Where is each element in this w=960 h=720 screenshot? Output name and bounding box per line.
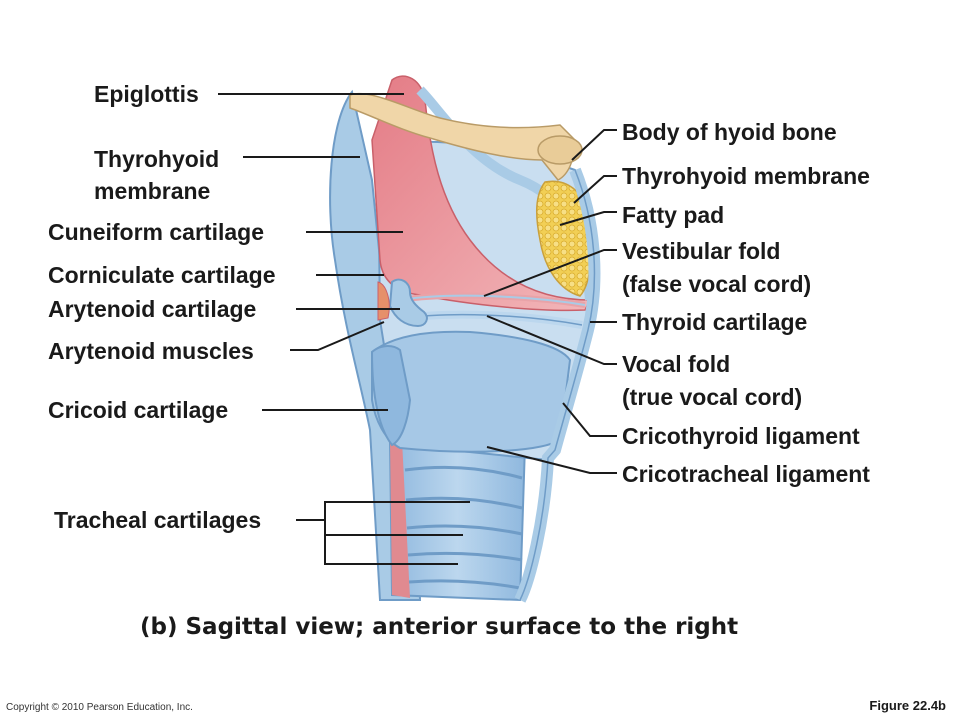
tracheal-rings	[404, 465, 523, 590]
copyright-notice: Copyright © 2010 Pearson Education, Inc.	[6, 702, 193, 713]
leader-cricothyroid	[562, 402, 617, 437]
leader-lines	[218, 93, 617, 565]
leader-tracheal-3	[324, 535, 458, 565]
figure-caption: (b) Sagittal view; anterior surface to t…	[140, 614, 739, 640]
arytenoid-cartilage-shape	[377, 278, 428, 328]
label-thyroid-cartilage: Thyroid cartilage	[622, 309, 808, 335]
trachea-shape	[388, 438, 527, 602]
label-cricotracheal-ligament: Cricotracheal ligament	[622, 461, 870, 487]
leader-vestibular	[483, 249, 617, 297]
label-cricoid-cartilage: Cricoid cartilage	[48, 397, 229, 423]
label-vestibular-fold-line1: Vestibular fold	[622, 238, 781, 264]
label-thyrohyoid-membrane-right: Thyrohyoid membrane	[622, 163, 870, 189]
leader-hyoid	[571, 129, 617, 161]
label-epiglottis: Epiglottis	[94, 81, 199, 107]
figure-number: Figure 22.4b	[869, 698, 946, 713]
label-cricothyroid-ligament: Cricothyroid ligament	[622, 423, 860, 449]
leader-vocal	[486, 315, 617, 365]
label-arytenoid-cartilage: Arytenoid cartilage	[48, 296, 257, 322]
leader-tracheal	[296, 501, 470, 521]
label-thyrohyoid-membrane-left-line1: Thyrohyoid	[94, 146, 220, 172]
label-vocal-fold-line2: (true vocal cord)	[622, 384, 803, 410]
label-tracheal-cartilages: Tracheal cartilages	[54, 507, 262, 533]
leader-arytenoid-muscles	[290, 321, 385, 351]
leader-cricotracheal	[486, 446, 617, 474]
cricoid-cartilage-shape	[370, 330, 572, 453]
label-cuneiform-cartilage: Cuneiform cartilage	[48, 219, 264, 245]
leader-thyrohyoid-right	[573, 175, 617, 204]
label-corniculate-cartilage: Corniculate cartilage	[48, 262, 276, 288]
hyoid-bone-shape	[349, 92, 583, 181]
leader-fatty	[559, 211, 617, 226]
anterior-edge	[514, 167, 601, 603]
label-arytenoid-muscles: Arytenoid muscles	[48, 338, 254, 364]
label-vocal-fold-line1: Vocal fold	[622, 351, 731, 377]
label-vestibular-fold-line2: (false vocal cord)	[622, 271, 812, 297]
label-fatty-pad: Fatty pad	[622, 202, 725, 228]
label-thyrohyoid-membrane-left-line2: membrane	[94, 178, 211, 204]
label-body-of-hyoid-bone: Body of hyoid bone	[622, 119, 837, 145]
